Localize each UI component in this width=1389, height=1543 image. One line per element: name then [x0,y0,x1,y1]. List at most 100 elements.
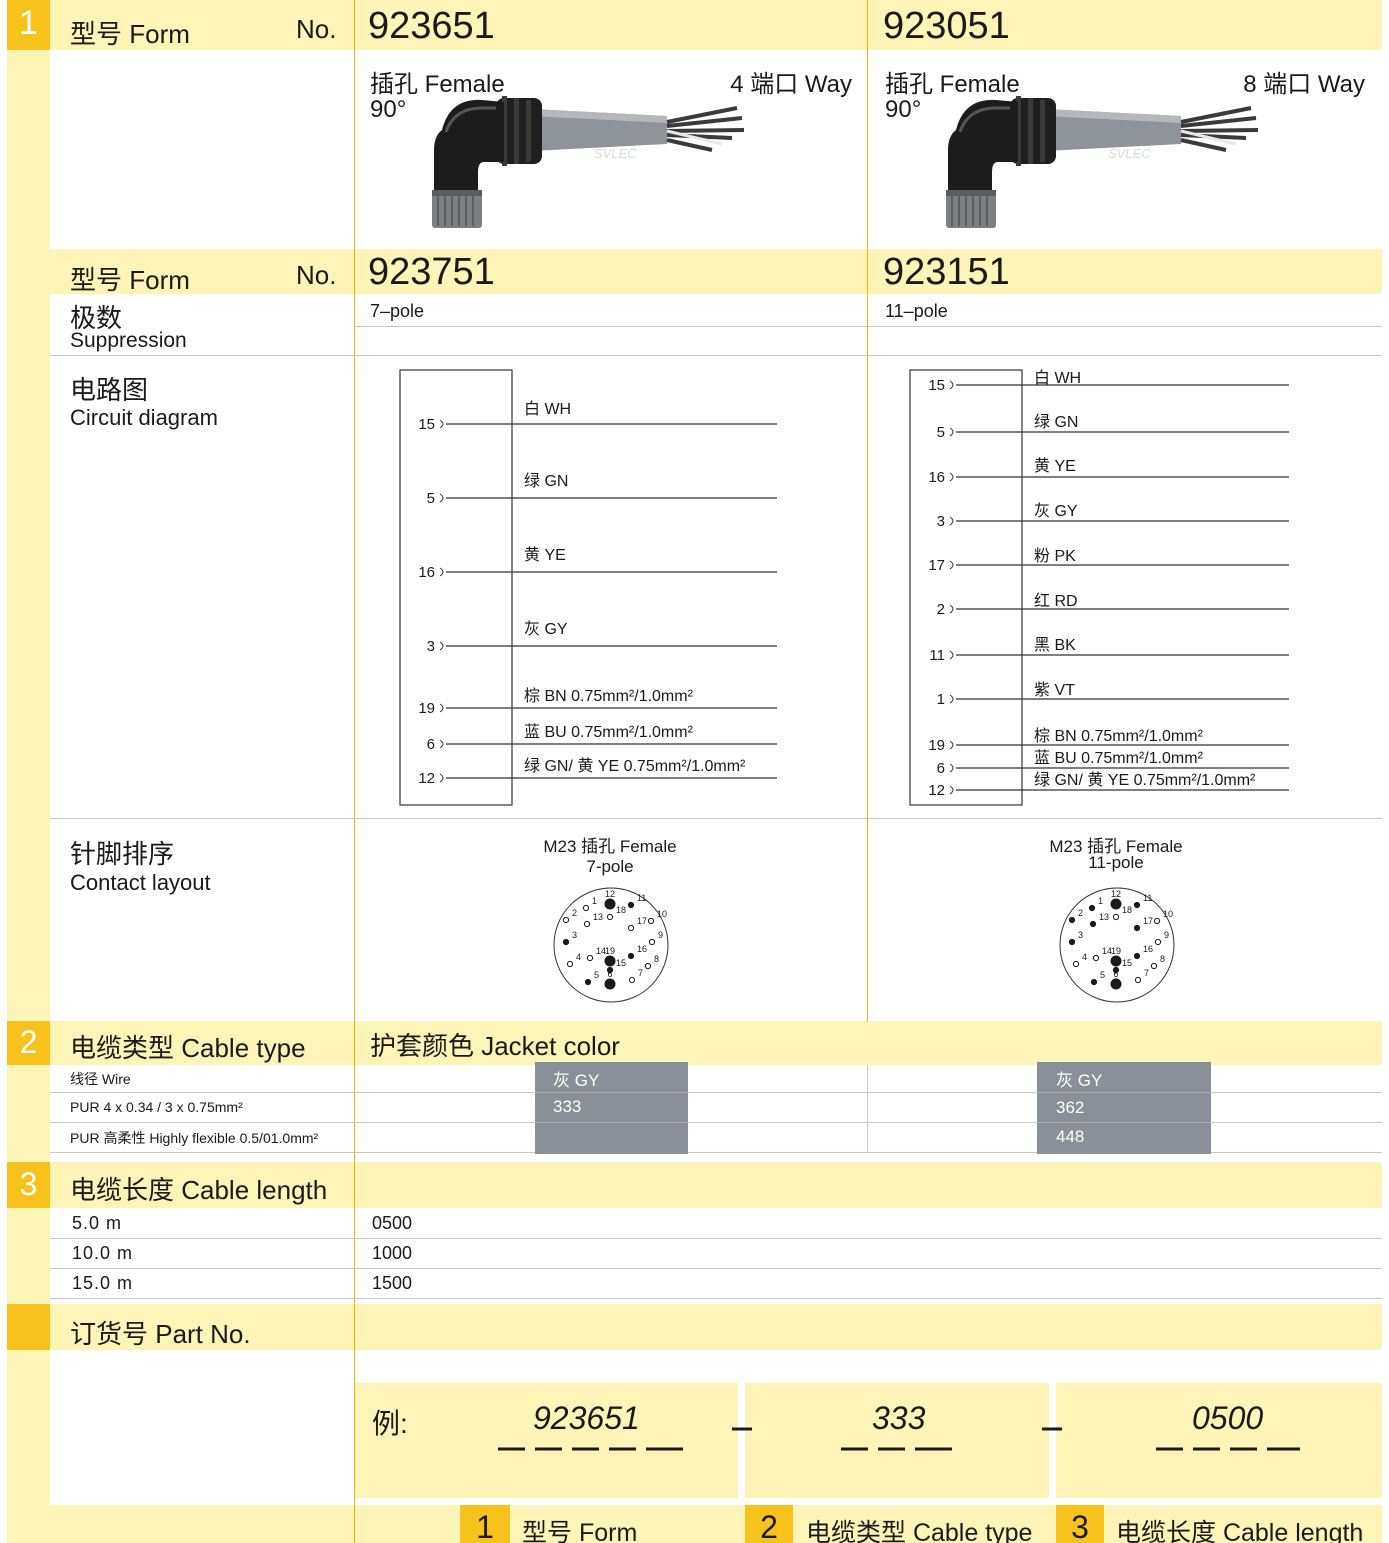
wire-label: 绿 GN/ 黄 YE 0.75mm²/1.0mm² [524,757,746,775]
contact-pin-number: 10 [657,909,667,919]
contact-pin-number: 17 [1143,916,1153,926]
contact-pin [606,913,614,921]
wire-label: 棕 BN 0.75mm²/1.0mm² [524,687,694,705]
example-cable-value: 333 [872,1400,926,1436]
jacket-color-1: 灰 GY [553,1071,600,1090]
cable-row-1-label: PUR 4 x 0.34 / 3 x 0.75mm² [70,1099,243,1115]
header-band-5 [50,1304,1382,1350]
contact-pin-number: 16 [1143,944,1153,954]
contact-pin-number: 18 [616,905,626,915]
contact-pin [1068,938,1076,946]
contact-pin [586,954,594,962]
contact-pin [1153,917,1161,925]
contact-pin-number: 6 [607,969,612,979]
contact-pin [562,916,570,924]
circuit-label-en: Circuit diagram [70,405,218,430]
contact-pin [1134,976,1142,984]
contact-pin [604,955,616,967]
length-code-3: 1500 [372,1273,413,1293]
example-label: 例: [372,1408,408,1439]
angle-label-2: 90° [885,96,922,123]
no-label-2: No. [296,260,337,290]
contact-pin [627,901,635,909]
section-badge-part [7,1304,50,1350]
footer-band [50,1505,1382,1543]
contact-pin [627,952,635,960]
female-label-2: 插孔 Female [885,71,1020,98]
contact-pin [582,904,590,912]
contact-pin-number: 16 [637,944,647,954]
section-badge-1 [7,0,50,50]
contact-pin-number: 11 [1143,893,1152,903]
contact-pin [1110,898,1122,910]
jacket-color-title: 护套颜色 Jacket color [370,1031,620,1061]
contact-pin-number: 9 [658,930,663,940]
jacket-gray-block-2 [1037,1062,1211,1154]
contact-pin-number: 5 [594,970,599,980]
legend-badge-2 [745,1505,793,1543]
angle-label-1: 90° [370,96,407,123]
legend-label-3: 电缆长度 Cable length [1116,1519,1364,1543]
pin-number: 15 [928,377,945,394]
pin-number: 11 [929,647,945,664]
section-badge-3 [7,1162,50,1208]
part-no-underlines [498,1427,1300,1451]
example-box-form [355,1383,738,1498]
contact-pin [1133,952,1141,960]
contact-pin [604,978,616,990]
contact-pin-number: 9 [1164,930,1169,940]
legend-number-2: 2 [760,1509,778,1543]
contact-pin [1133,924,1141,932]
contact-pin-number: 3 [1078,930,1083,940]
contact-pin-number: 15 [1122,958,1132,968]
pin-number: 16 [928,469,945,486]
contact-pin [1068,916,1076,924]
pin-number: 3 [937,513,945,530]
contact-pin-number: 13 [593,912,603,922]
wire-label: 粉 PK [1034,547,1076,565]
cable-logo: SVLEC [594,146,637,161]
legend-badge-1 [460,1505,510,1543]
contact-pin [1072,960,1080,968]
length-code-1: 0500 [372,1213,413,1233]
wire-label: 白 WH [524,400,571,418]
pin-number: 19 [928,737,945,754]
pin-number: 5 [937,424,945,441]
wire-label: 棕 BN 0.75mm²/1.0mm² [1034,727,1204,745]
contact-pin-number: 11 [637,893,646,903]
jacket-gray-block-1 [535,1062,688,1154]
contact-pin-number: 10 [1163,909,1173,919]
pin-number: 19 [418,700,435,717]
no-label: No. [296,14,337,44]
connector-image-923651: SVLEC [430,94,746,230]
length-row-3: 15.0 m [72,1273,134,1293]
contact-pin-number: 1 [1098,896,1103,906]
contact-poles-2: 11-pole [1088,853,1144,872]
poles-value-2: 11–pole [885,301,948,321]
wire-label: 白 WH [1034,369,1081,387]
pin-number: 5 [427,490,435,507]
legend-number-1: 1 [476,1509,494,1543]
part-number-923151: 923151 [883,251,1010,293]
contact-pin-number: 7 [1144,968,1149,978]
contact-pin [583,920,591,928]
circuit-label-zh: 电路图 [70,375,149,405]
contact-pin-number: 12 [605,889,615,899]
poles-label-en: Suppression [70,329,187,352]
contact-pin-number: 1 [592,896,597,906]
header-band-2 [50,249,1382,294]
cable-row-2-label: PUR 高柔性 Highly flexible 0.5/01.0mm² [70,1130,319,1146]
contact-pin-number: 15 [616,958,626,968]
poles-label-zh: 极数 [70,303,123,333]
contact-pin-number: 14 [1102,946,1112,956]
part-number-923051: 923051 [883,5,1010,47]
contact-pin-number: 19 [1111,946,1121,956]
contact-pin [606,966,614,974]
contact-pin-number: 6 [1113,969,1118,979]
length-code-2: 1000 [372,1243,413,1263]
length-row-1: 5.0 m [72,1213,123,1233]
wire-label: 线径 Wire [70,1071,131,1087]
